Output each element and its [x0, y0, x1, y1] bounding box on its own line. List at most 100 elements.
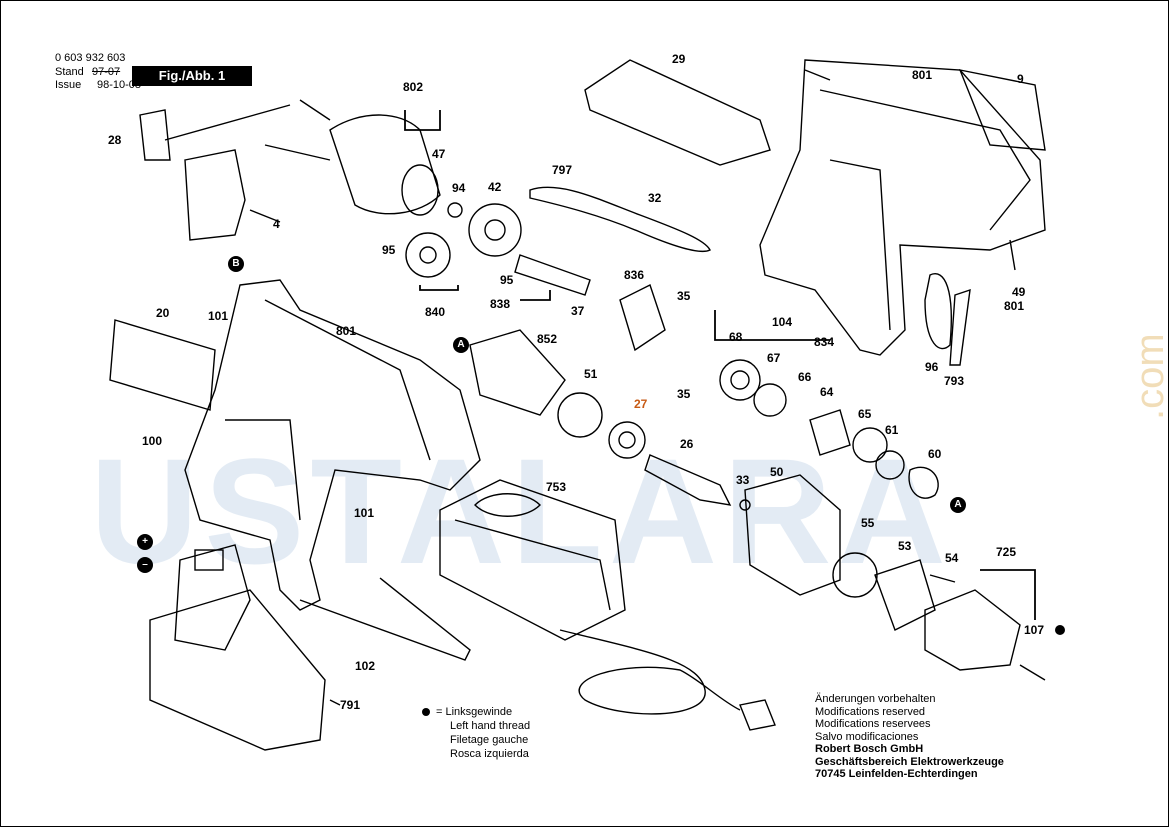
battery-pack: [149, 589, 326, 751]
spring-60: [908, 466, 939, 499]
callout-29: 29: [672, 52, 686, 66]
clutch-64: [809, 409, 851, 456]
issue-value: 98-10-08: [97, 79, 142, 91]
marker-a-left: A: [453, 337, 469, 353]
ring-61: [875, 450, 905, 480]
left-hand-thread-dot: [1055, 625, 1065, 635]
label-9: [958, 69, 1046, 151]
ring-836: [619, 284, 666, 352]
bracket-28: [139, 109, 171, 161]
callout-834: 834: [814, 335, 835, 349]
issue-label: Issue: [55, 79, 82, 91]
callout-35-bottom: 35: [677, 387, 691, 401]
callout-55: 55: [861, 516, 875, 530]
belt: [529, 186, 711, 252]
callout-95-left: 95: [382, 243, 396, 257]
bearing-68: [719, 359, 761, 401]
callout-797: 797: [552, 163, 573, 177]
figure-tab: Fig./Abb. 1: [132, 66, 252, 86]
note-line-en: Modifications reserved: [815, 705, 926, 718]
callout-802: 802: [403, 80, 424, 94]
callout-54: 54: [945, 551, 959, 565]
callout-68: 68: [729, 330, 743, 344]
callout-66: 66: [798, 370, 812, 384]
callout-791: 791: [340, 698, 361, 712]
callout-53: 53: [898, 539, 912, 553]
sleeve-50: [744, 474, 841, 596]
company-name: Robert Bosch GmbH: [815, 743, 924, 755]
marker-plus: +: [137, 534, 153, 550]
company-division: Geschäftsbereich Elektrowerkzeuge: [815, 755, 1004, 768]
callout-801-left: 801: [336, 324, 357, 338]
callout-64: 64: [820, 385, 834, 399]
revision-note: Änderungen vorbehalten Modifications res…: [815, 693, 1004, 781]
callout-753: 753: [546, 480, 567, 494]
gear-840: [405, 232, 451, 278]
callout-28: 28: [108, 133, 122, 147]
power-cable: [559, 629, 741, 715]
callout-836: 836: [624, 268, 645, 282]
charger: [439, 479, 626, 641]
screw-107: [1019, 664, 1046, 681]
marker-b: B: [228, 256, 244, 272]
callout-94: 94: [452, 181, 466, 195]
company-address: 70745 Leinfelden-Echterdingen: [815, 768, 978, 780]
callout-840: 840: [425, 305, 446, 319]
spindle-838: [514, 254, 591, 296]
chuck-725: [924, 589, 1021, 671]
wire-102: [299, 577, 471, 661]
callout-107: 107: [1024, 623, 1045, 637]
callout-27: 27: [634, 397, 648, 411]
note-line-de: Änderungen vorbehalten: [815, 693, 936, 705]
callout-61: 61: [885, 423, 899, 437]
callout-42: 42: [488, 180, 502, 194]
legend-line-en: Left hand thread: [450, 720, 531, 732]
callout-20: 20: [156, 306, 170, 320]
ring-65: [852, 427, 888, 463]
legend-equals: =: [436, 706, 443, 718]
shaft-26: [644, 454, 732, 506]
cover-29: [584, 59, 771, 166]
legend-line-es: Rosca izquierda: [450, 748, 529, 760]
callout-101-top: 101: [208, 309, 229, 323]
callout-35-top: 35: [677, 289, 691, 303]
marker-a-right: A: [950, 497, 966, 513]
callout-47: 47: [432, 147, 446, 161]
callout-104: 104: [772, 315, 793, 329]
part-793: [949, 288, 971, 366]
callout-793: 793: [944, 374, 965, 388]
part-96: [924, 273, 952, 350]
callout-26: 26: [680, 437, 694, 451]
callout-852: 852: [537, 332, 558, 346]
marker-minus: –: [137, 557, 153, 573]
callout-102: 102: [355, 659, 376, 673]
housing-left: [184, 279, 481, 611]
label-20: [109, 319, 216, 411]
part-number: 0 603 932 603: [55, 52, 126, 64]
callout-37: 37: [571, 304, 585, 318]
callout-801-top: 801: [912, 68, 933, 82]
callout-67: 67: [767, 351, 781, 365]
callout-51: 51: [584, 367, 598, 381]
callout-50: 50: [770, 465, 784, 479]
callout-96: 96: [925, 360, 939, 374]
legend: = Linksgewinde Left hand thread Filetage…: [422, 705, 530, 761]
callout-65: 65: [858, 407, 872, 421]
stand-value: 97-07: [92, 66, 121, 78]
callout-33: 33: [736, 473, 750, 487]
motor: [329, 114, 441, 215]
callout-801-right: 801: [1004, 299, 1025, 313]
screw-54: [929, 574, 956, 583]
nut-53: [874, 559, 936, 631]
callout-101-bottom: 101: [354, 506, 375, 520]
callout-60: 60: [928, 447, 942, 461]
note-line-fr: Modifications reservees: [815, 718, 931, 730]
note-line-es: Salvo modificaciones: [815, 730, 919, 743]
housing-right: [759, 59, 1046, 356]
callout-838: 838: [490, 297, 511, 311]
legend-line-de: Linksgewinde: [445, 706, 513, 718]
stand-label: Stand: [55, 66, 84, 78]
legend-line-fr: Filetage gauche: [450, 734, 529, 746]
callout-95-right: 95: [500, 273, 514, 287]
